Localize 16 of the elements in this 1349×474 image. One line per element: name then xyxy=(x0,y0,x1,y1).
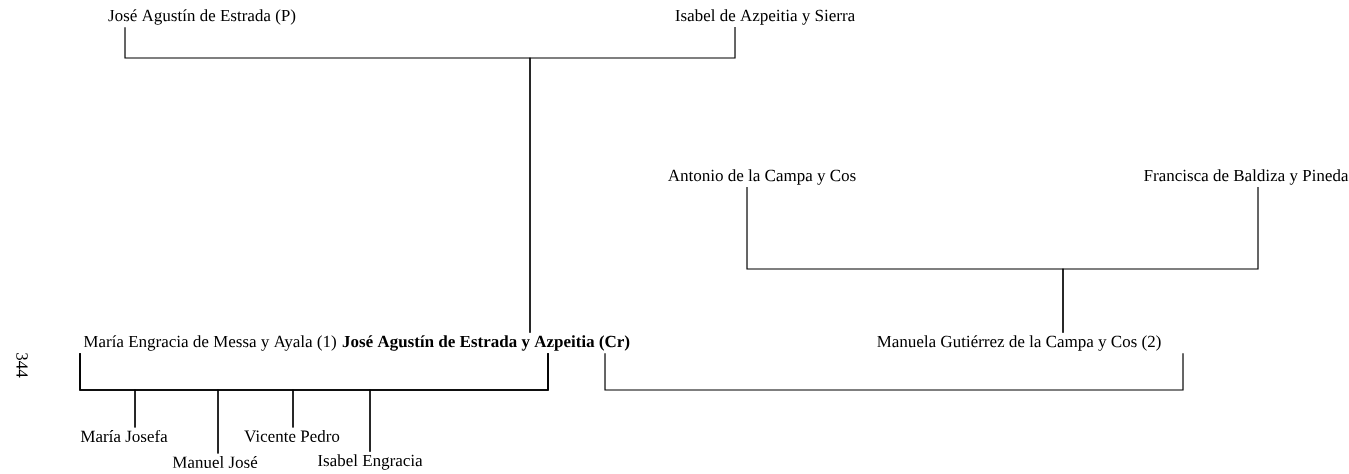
person-name: José Agustín de Estrada (P) xyxy=(108,9,296,25)
person-name: María Engracia de Messa y Ayala (1) xyxy=(83,335,336,351)
descent-line xyxy=(604,352,1184,391)
person-name: Manuela Gutiérrez de la Campa y Cos (2) xyxy=(877,335,1161,351)
descent-line xyxy=(369,352,549,453)
person-name: Manuel José xyxy=(172,456,258,468)
descent-line xyxy=(1062,186,1259,334)
person-name: Francisca de Baldiza y Pineda xyxy=(1144,169,1349,185)
person-name: Isabel Engracia xyxy=(318,454,423,470)
person-name: Vicente Pedro xyxy=(244,429,340,442)
person-name: Antonio de la Campa y Cos xyxy=(667,169,856,185)
person-name: José Agustín de Estrada y Azpeitia (Cr) xyxy=(342,335,630,351)
person-name: María Josefa xyxy=(80,429,168,443)
descent-line xyxy=(529,26,736,334)
person-name: Isabel de Azpeitia y Sierra xyxy=(675,9,855,25)
page-number: 344 xyxy=(16,353,28,378)
